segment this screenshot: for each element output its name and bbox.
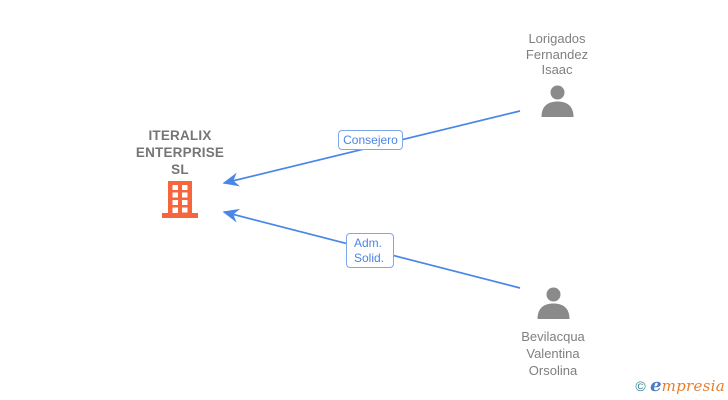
edge-label-text-line2: Solid.: [354, 250, 385, 265]
person-name: Lorigados Fernandez Isaac: [525, 31, 589, 77]
edge-label-adm-solid: Adm. Solid.: [346, 233, 394, 268]
edge-label-text-line1: Adm.: [354, 236, 383, 250]
company-node[interactable]: ITERALIX ENTERPRISE SL: [128, 127, 232, 223]
brand-name: mpresia: [661, 377, 725, 395]
copyright-icon: ©: [635, 378, 646, 394]
edge-label-text: Consejero: [343, 133, 398, 147]
empresia-logo[interactable]: © empresia: [635, 375, 725, 396]
person-name: Bevilacqua Valentina Orsolina: [521, 329, 585, 378]
company-name: ITERALIX ENTERPRISE SL: [135, 128, 225, 177]
person-node-bevilacqua[interactable]: Bevilacqua Valentina Orsolina: [507, 287, 599, 379]
brand-initial: e: [650, 375, 662, 396]
person-node-lorigados[interactable]: Lorigados Fernandez Isaac: [511, 31, 603, 122]
building-icon: [162, 181, 198, 218]
edge-label-consejero: Consejero: [338, 130, 403, 150]
person-icon: [537, 287, 569, 319]
person-icon: [541, 85, 573, 117]
